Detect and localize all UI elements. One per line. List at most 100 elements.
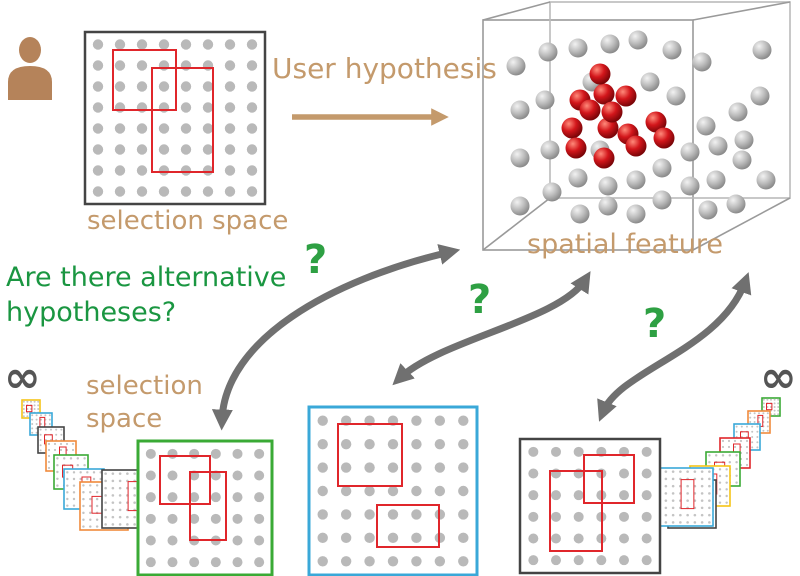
grey-point — [510, 100, 530, 120]
grid-dot — [254, 513, 265, 524]
grey-point — [750, 86, 770, 106]
grid-dot — [619, 533, 629, 544]
grid-dot — [145, 470, 156, 481]
grid-dot — [158, 81, 170, 92]
grey-point — [734, 130, 754, 150]
grid-dot — [114, 81, 126, 92]
grid-dot — [317, 438, 328, 450]
grid-dot — [387, 485, 399, 497]
grid-dot — [246, 81, 258, 92]
grid-dot — [232, 513, 243, 524]
grid-dot — [340, 532, 352, 544]
grid-dot — [317, 532, 328, 544]
grid-dot — [434, 438, 446, 450]
grid-dot — [145, 492, 156, 503]
grid-dot — [254, 535, 265, 546]
grid-dot — [92, 123, 104, 134]
grid-dot — [145, 535, 156, 546]
grid-dot — [92, 81, 104, 92]
grid-dot — [528, 490, 539, 501]
grid-dot — [158, 123, 170, 134]
grid-dot — [202, 39, 214, 50]
grid-dot — [387, 462, 399, 473]
grid-dot — [458, 415, 469, 426]
grid-dot — [167, 557, 178, 568]
grid-dot — [411, 415, 422, 426]
grid-dot — [551, 533, 561, 544]
grid-dot — [411, 556, 422, 567]
grid-dot — [619, 511, 629, 522]
grid-dot — [180, 60, 192, 71]
grid-dot — [136, 144, 148, 155]
question-mark-icon: ? — [643, 301, 667, 347]
grey-point — [628, 30, 648, 50]
grid-dot — [246, 102, 258, 113]
grid-dot — [114, 144, 126, 155]
grid-dot — [458, 438, 469, 450]
grid-dot — [180, 39, 192, 50]
grid-dot — [641, 533, 652, 544]
grid-dot — [136, 123, 148, 134]
grid-dot — [411, 509, 422, 520]
grid-dot — [246, 186, 258, 197]
mini-selection-grid — [654, 467, 714, 527]
grid-dot — [180, 123, 192, 134]
grid-dot — [528, 533, 539, 544]
grid-dot — [364, 532, 375, 544]
grid-dot — [145, 557, 156, 568]
grid-dot — [619, 555, 629, 566]
grid-dot — [210, 557, 221, 568]
grid-dot — [458, 509, 469, 520]
grid-dot — [189, 448, 200, 459]
infinity-icon-right: ∞ — [760, 352, 797, 403]
feature-point — [561, 117, 583, 139]
grid-dot — [528, 468, 539, 479]
grid-dot — [619, 490, 629, 501]
grid-dot — [189, 492, 200, 503]
grid-dot — [92, 102, 104, 113]
grid-dot — [167, 470, 178, 481]
grid-dot — [364, 485, 375, 497]
grid-dot — [224, 186, 236, 197]
selection-space-left-line-2: space — [86, 404, 163, 434]
grid-dot — [202, 102, 214, 113]
grey-point — [706, 170, 726, 190]
grid-dot — [458, 462, 469, 473]
grid-dot — [224, 60, 236, 71]
grey-point — [640, 72, 660, 92]
grid-dot — [458, 485, 469, 497]
grid-dot — [528, 555, 539, 566]
grid-dot — [114, 39, 126, 50]
grid-dot — [573, 490, 584, 501]
feature-point — [565, 137, 587, 159]
grid-dot — [136, 165, 148, 176]
feature-point — [653, 127, 675, 149]
feature-point — [601, 101, 623, 123]
grid-dot — [145, 513, 156, 524]
grey-point — [510, 196, 530, 216]
grid-dot — [202, 81, 214, 92]
grid-dot — [224, 102, 236, 113]
grey-point — [756, 170, 776, 190]
grid-dot — [458, 532, 469, 544]
grid-dot — [189, 557, 200, 568]
feature-point — [593, 147, 615, 169]
grid-dot — [202, 165, 214, 176]
hypothesis-stack-right — [654, 397, 781, 529]
feature-point — [589, 63, 611, 85]
grey-point — [538, 42, 558, 62]
grid-dot — [254, 557, 265, 568]
grid-dot — [364, 509, 375, 520]
grey-point — [652, 158, 672, 178]
grid-dot — [528, 446, 539, 457]
grid-dot — [573, 446, 584, 457]
grid-dot — [180, 81, 192, 92]
grid-dot — [411, 485, 422, 497]
grey-point — [752, 40, 772, 60]
double-arrow-icon — [211, 244, 752, 431]
grey-point — [662, 40, 682, 60]
grey-point — [510, 148, 530, 168]
grid-dot — [224, 144, 236, 155]
grey-point — [698, 200, 718, 220]
grid-dot — [92, 186, 104, 197]
